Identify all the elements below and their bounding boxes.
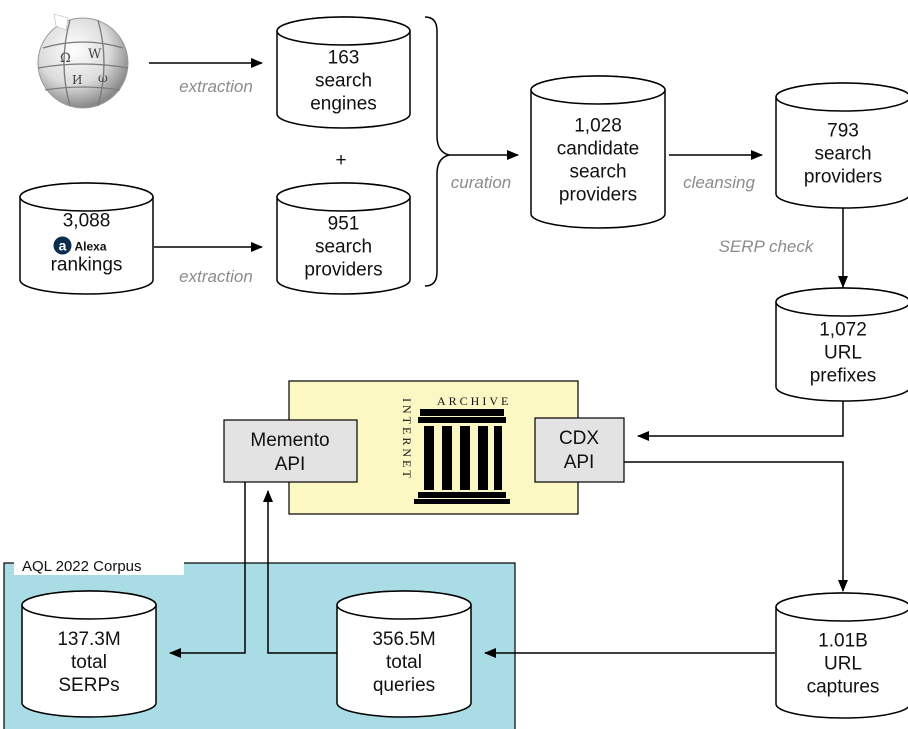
cylinder-url-captures-line-0: 1.01B xyxy=(818,631,868,652)
cylinder-total-queries-line-2: queries xyxy=(373,675,435,696)
cylinder-total-queries-line-1: total xyxy=(386,652,422,673)
svg-text:ARCHIVE: ARCHIVE xyxy=(437,394,511,408)
cylinder-search-engines-line-2: engines xyxy=(310,94,377,115)
svg-text:a: a xyxy=(59,238,67,254)
arrow-cdx-to-captures xyxy=(624,461,848,592)
arrow-memento-to-serps xyxy=(169,482,246,658)
memento-api-box: Memento API xyxy=(223,419,358,483)
alexa-logo-icon: a Alexa xyxy=(53,236,107,255)
label-serp-check: SERP check xyxy=(719,237,815,256)
cylinder-search-providers-793-line-1: search xyxy=(814,144,871,165)
cylinder-candidate-providers-line-2: search xyxy=(569,162,626,183)
cylinder-url-captures-line-1: URL xyxy=(824,654,862,675)
svg-text:Memento: Memento xyxy=(250,430,329,451)
cylinder-url-prefixes-line-2: prefixes xyxy=(810,366,877,387)
cdx-api-box: CDX API xyxy=(534,417,625,483)
corpus-title: AQL 2022 Corpus xyxy=(22,558,142,575)
cylinder-url-captures-line-2: captures xyxy=(807,677,880,698)
label-extraction-bottom: extraction xyxy=(179,267,253,286)
cylinder-url-prefixes-line-1: URL xyxy=(824,343,862,364)
svg-text:Ω: Ω xyxy=(60,51,71,66)
merge-brace xyxy=(424,16,450,287)
internet-archive-logo: ARCHIVE INTERNET xyxy=(400,394,511,504)
alexa-count: 3,088 xyxy=(63,211,111,232)
cylinder-search-providers-793-line-2: providers xyxy=(804,167,882,188)
cylinder-total-serps-line-2: SERPs xyxy=(58,675,119,696)
cylinder-search-engines-line-0: 163 xyxy=(328,48,360,69)
alexa-brand: Alexa xyxy=(75,240,107,254)
cylinder-search-engines-line-1: search xyxy=(315,71,372,92)
cylinder-candidate-providers-line-3: providers xyxy=(559,185,637,206)
cylinder-search-providers-793-line-0: 793 xyxy=(827,121,859,142)
svg-text:И: И xyxy=(72,73,82,87)
svg-text:INTERNET: INTERNET xyxy=(400,398,414,481)
cylinder-total-serps-line-1: total xyxy=(71,652,107,673)
alexa-sub: rankings xyxy=(51,255,123,276)
cylinder-total-queries-line-0: 356.5M xyxy=(372,629,435,650)
cylinder-search-providers-951-line-0: 951 xyxy=(328,214,360,235)
corpus-title-tab xyxy=(14,555,184,575)
svg-text:ω: ω xyxy=(98,71,108,85)
wikipedia-globe-icon: Ω W И ω xyxy=(37,13,129,109)
svg-text:W: W xyxy=(88,47,102,62)
cylinder-search-providers-951-line-1: search xyxy=(315,237,372,258)
cylinder-candidate-providers-line-1: candidate xyxy=(557,139,639,160)
svg-text:CDX: CDX xyxy=(559,428,599,449)
label-extraction-top: extraction xyxy=(179,77,253,96)
cylinder-url-prefixes-line-0: 1,072 xyxy=(819,320,867,341)
svg-text:API: API xyxy=(564,452,595,473)
cylinder-total-serps-line-0: 137.3M xyxy=(57,629,120,650)
cylinder-search-providers-951-line-2: providers xyxy=(304,260,382,281)
plus-sign: + xyxy=(335,150,346,171)
label-curation: curation xyxy=(451,173,511,192)
arrow-prefixes-to-cdx xyxy=(637,401,844,441)
arrow-queries-to-memento xyxy=(263,490,337,654)
cylinder-candidate-providers-line-0: 1,028 xyxy=(574,116,622,137)
label-cleansing: cleansing xyxy=(683,173,755,192)
svg-text:API: API xyxy=(275,454,306,475)
